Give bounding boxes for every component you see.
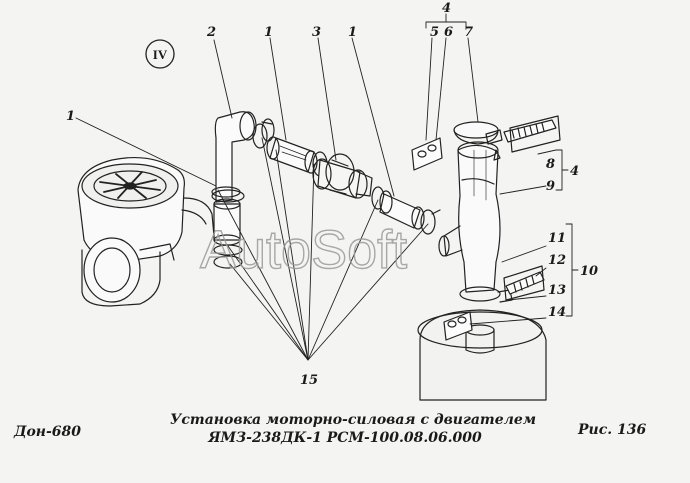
callout-3: 3 xyxy=(312,25,321,40)
callout-4-top: 4 xyxy=(442,1,451,16)
watermark-text: AutoSoft xyxy=(200,220,407,280)
callout-13: 13 xyxy=(548,283,566,298)
callout-14: 14 xyxy=(548,305,566,320)
figure-number-label: Рис. 136 xyxy=(578,422,647,438)
callout-11: 11 xyxy=(548,231,566,246)
callout-1-left: 1 xyxy=(66,109,75,124)
callout-2: 2 xyxy=(206,25,216,40)
bolt-box-lower xyxy=(503,265,545,301)
air-filter-housing xyxy=(77,156,215,307)
callout-1-top: 1 xyxy=(264,25,273,40)
callout-7: 7 xyxy=(464,25,473,40)
bolt-box-upper xyxy=(509,115,561,153)
caption-title-line1: Установка моторно-силовая с двигателем xyxy=(170,412,537,428)
caption-title-line2: ЯМЗ-238ДК-1 РСМ-100.08.06.000 xyxy=(208,430,482,446)
bolt-nut-washer-box-upper xyxy=(411,137,501,171)
view-label: IV xyxy=(145,39,175,69)
callout-5: 5 xyxy=(430,25,439,40)
view-label-text: IV xyxy=(153,47,168,62)
pipe-connector xyxy=(312,153,373,199)
exhaust-pipe-assembly xyxy=(417,119,557,401)
hose-sleeve-right xyxy=(371,186,441,235)
model-label: Дон-680 xyxy=(14,424,82,440)
hose-sleeve-left xyxy=(211,186,243,269)
callout-9: 9 xyxy=(546,179,555,194)
callout-4-right: 4 xyxy=(570,164,579,179)
callout-6: 6 xyxy=(444,25,453,40)
callout-10: 10 xyxy=(580,264,598,279)
leader-lines xyxy=(75,13,579,361)
callout-8: 8 xyxy=(546,157,555,172)
elbow-pipe xyxy=(211,111,275,203)
callout-12: 12 xyxy=(548,253,566,268)
callout-15: 15 xyxy=(300,373,318,388)
bolt-nut-washer-box-lower xyxy=(443,311,473,341)
callout-1-right: 1 xyxy=(348,25,357,40)
